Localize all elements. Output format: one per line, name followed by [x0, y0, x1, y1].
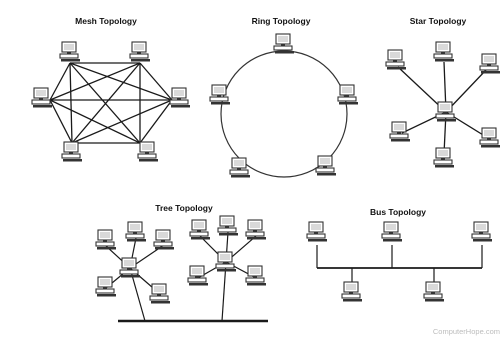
ring-topology: Ring Topology [209, 16, 358, 178]
desktop-computer-icon [95, 229, 116, 250]
desktop-computer-icon [189, 219, 210, 240]
desktop-computer-icon [273, 33, 294, 54]
tree-left-computer-top-right [153, 229, 174, 250]
mesh-computer-bottom-left [61, 141, 82, 162]
star-computer-top [433, 41, 454, 62]
desktop-computer-icon [119, 257, 140, 278]
desktop-computer-icon [389, 121, 410, 142]
desktop-computer-icon [315, 155, 336, 176]
desktop-computer-icon [479, 127, 500, 148]
ring-topology-title: Ring Topology [252, 16, 311, 26]
star-computer-hub [435, 101, 456, 122]
desktop-computer-icon [433, 147, 454, 168]
watermark: ComputerHope.com [433, 327, 500, 336]
ring-computer-top [273, 33, 294, 54]
mesh-computer-right [169, 87, 190, 108]
desktop-computer-icon [149, 283, 170, 304]
tree-topology-title: Tree Topology [155, 203, 213, 213]
desktop-computer-icon [153, 229, 174, 250]
mesh-computer-top-right [129, 41, 150, 62]
desktop-computer-icon [125, 221, 146, 242]
tree-topology: Tree Topology [95, 203, 268, 323]
ring-computer-bottom-left [229, 157, 250, 178]
desktop-computer-icon [435, 101, 456, 122]
bus-links [316, 245, 483, 285]
desktop-computer-icon [245, 219, 266, 240]
bus-topology: Bus Topology [306, 207, 492, 302]
mesh-computer-left [31, 87, 52, 108]
bus-computer-bottom-right [423, 281, 444, 302]
tree-right-hub [215, 251, 236, 272]
tree-left-computer-bottom-left [95, 276, 116, 297]
mesh-topology-title: Mesh Topology [75, 16, 137, 26]
bus-topology-title: Bus Topology [370, 207, 426, 217]
mesh-links [49, 62, 173, 144]
star-computer-top-right [479, 53, 500, 74]
desktop-computer-icon [341, 281, 362, 302]
desktop-computer-icon [169, 87, 190, 108]
mesh-computer-bottom-right [137, 141, 158, 162]
star-topology: Star Topology [385, 16, 500, 168]
bus-computer-top-right [471, 221, 492, 242]
tree-right-computer-top-left [189, 219, 210, 240]
bus-computer-top-middle [381, 221, 402, 242]
bus-computer-bottom-left [341, 281, 362, 302]
desktop-computer-icon [229, 157, 250, 178]
desktop-computer-icon [433, 41, 454, 62]
tree-right-computer-top [217, 215, 238, 236]
tree-left-computer-bottom-right [149, 283, 170, 304]
star-computer-bottom [433, 147, 454, 168]
desktop-computer-icon [423, 281, 444, 302]
tree-left-hub [119, 257, 140, 278]
ring-computer-left [209, 84, 230, 105]
desktop-computer-icon [95, 276, 116, 297]
desktop-computer-icon [245, 265, 266, 286]
desktop-computer-icon [381, 221, 402, 242]
mesh-computer-top-left [59, 41, 80, 62]
desktop-computer-icon [31, 87, 52, 108]
desktop-computer-icon [385, 49, 406, 70]
desktop-computer-icon [471, 221, 492, 242]
star-computer-right [479, 127, 500, 148]
desktop-computer-icon [479, 53, 500, 74]
star-computer-top-left [385, 49, 406, 70]
desktop-computer-icon [215, 251, 236, 272]
ring-computer-right [337, 84, 358, 105]
desktop-computer-icon [59, 41, 80, 62]
tree-right-computer-bottom-right [245, 265, 266, 286]
desktop-computer-icon [337, 84, 358, 105]
desktop-computer-icon [217, 215, 238, 236]
tree-left-computer-top-left [95, 229, 116, 250]
desktop-computer-icon [306, 221, 327, 242]
desktop-computer-icon [137, 141, 158, 162]
desktop-computer-icon [129, 41, 150, 62]
mesh-topology: Mesh Topology [31, 16, 190, 162]
ring-computer-bottom-right [315, 155, 336, 176]
tree-right-computer-top-right [245, 219, 266, 240]
bus-computer-top-left [306, 221, 327, 242]
star-topology-title: Star Topology [410, 16, 467, 26]
tree-right-computer-bottom-left [187, 265, 208, 286]
desktop-computer-icon [209, 84, 230, 105]
desktop-computer-icon [187, 265, 208, 286]
tree-left-computer-top [125, 221, 146, 242]
star-computer-left [389, 121, 410, 142]
desktop-computer-icon [61, 141, 82, 162]
